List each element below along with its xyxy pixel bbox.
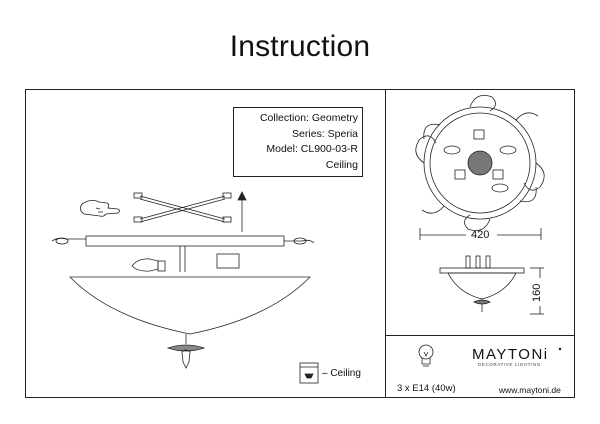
brand-name: MAYTONi — [472, 346, 549, 363]
mounting-bars — [133, 192, 232, 223]
terminal-block — [216, 253, 240, 269]
glass-bowl — [69, 276, 311, 335]
bulb-icon — [418, 344, 434, 367]
height-dimension-value: 160 — [531, 283, 543, 302]
brand-logo-mark — [558, 347, 562, 351]
fixture-top-view — [415, 94, 545, 232]
up-arrow-icon — [237, 191, 247, 232]
finial — [166, 334, 206, 369]
width-dimension-value: 420 — [471, 229, 490, 241]
bulb-drawing — [131, 258, 166, 272]
height-dimension-line — [530, 267, 544, 315]
series-label: Series: Speria — [292, 127, 358, 140]
frame-divider-horizontal — [385, 335, 575, 336]
frame-divider-vertical — [385, 89, 386, 398]
ceiling-legend-label: – Ceiling — [322, 368, 361, 379]
collection-label: Collection: Geometry — [259, 112, 358, 124]
product-info-box: Collection: Geometry Series: Speria Mode… — [233, 107, 363, 177]
fixture-side-view — [439, 255, 525, 312]
ceiling-mount-icon — [299, 362, 319, 384]
model-label: Model: CL900-03-R — [266, 143, 358, 155]
lamp-spec-label: 3 x E14 (40w) — [397, 383, 456, 394]
brand-url: www.maytoni.de — [499, 385, 561, 395]
brand-tagline: DECORATIVE LIGHTING — [478, 362, 541, 367]
ceiling-plate — [51, 235, 315, 247]
width-dimension-line — [419, 228, 542, 240]
mount-type-label: Ceiling — [325, 158, 358, 171]
pointing-hand-icon — [80, 200, 120, 217]
diagram-frame — [25, 89, 575, 398]
page-title: Instruction — [229, 30, 371, 63]
